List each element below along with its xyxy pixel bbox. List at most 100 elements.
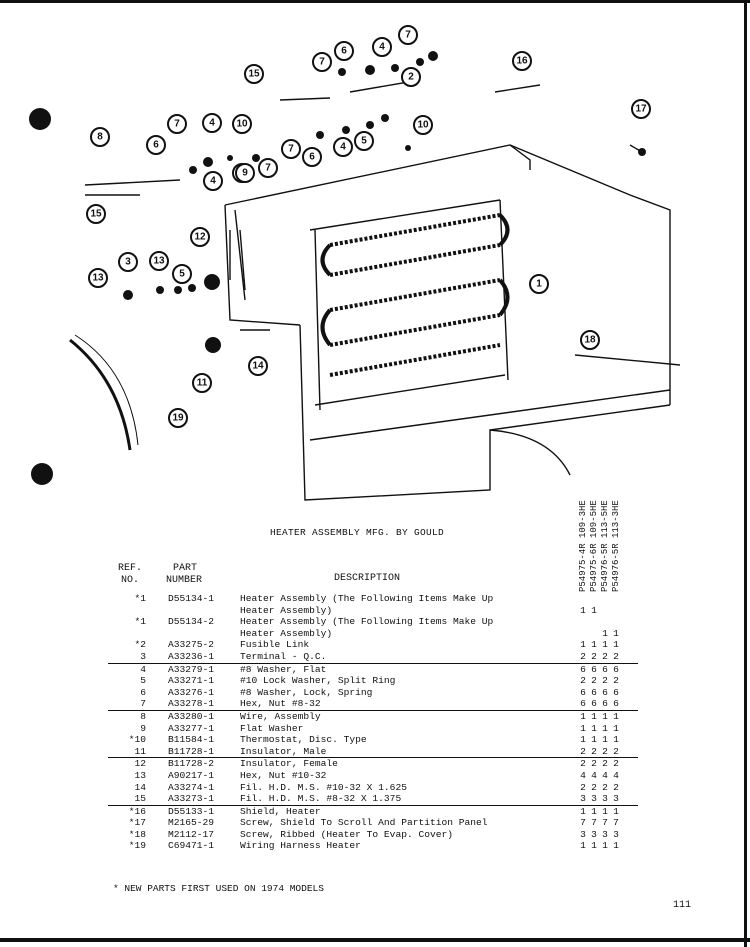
ref-cell: *1	[134, 593, 146, 604]
svg-text:1: 1	[536, 279, 542, 290]
quantity-cell: 7	[602, 817, 608, 829]
callout-7a: 7	[312, 52, 332, 72]
callout-4b: 4	[202, 113, 222, 133]
description-cell: Shield, Heater	[240, 805, 321, 817]
model-column-label-2: P54975-6R 109-5HE	[589, 500, 599, 592]
description-cell: Insulator, Female	[240, 758, 338, 770]
quantity-cell: 7	[613, 817, 619, 829]
quantity-cell: 2	[580, 675, 586, 687]
part-number-cell: M2165-29	[168, 817, 215, 829]
quantity-cell: 2	[602, 781, 608, 793]
quantity-cell: 2	[613, 675, 619, 687]
callout-15a: 15	[244, 64, 264, 84]
top-border	[0, 0, 750, 3]
svg-text:5: 5	[179, 269, 185, 280]
part-number-cell: C69471-1	[168, 840, 215, 852]
quantity-cell: 2	[602, 758, 608, 770]
callout-16: 16	[512, 51, 532, 71]
callout-15b: 15	[86, 204, 106, 224]
description-cell: Heater Assembly (The Following Items Mak…	[240, 616, 494, 628]
callout-18: 18	[580, 330, 600, 350]
description-cell: Hex, Nut #10-32	[240, 769, 327, 781]
svg-text:19: 19	[172, 413, 184, 424]
part-header-line2: NUMBER	[166, 575, 203, 586]
part-number-cell: M2112-17	[168, 828, 215, 840]
quantity-cell: 1	[602, 805, 608, 817]
part-number-cell: D55133-1	[168, 805, 215, 817]
svg-text:7: 7	[319, 57, 325, 68]
part-header-line1: PART	[173, 563, 198, 574]
callout-2: 2	[401, 67, 421, 87]
svg-text:2: 2	[408, 72, 414, 83]
callout-7e: 7	[281, 139, 301, 159]
callout-1: 1	[529, 274, 549, 294]
part-number-cell: A33271-1	[168, 675, 215, 687]
quantity-cell: 6	[591, 663, 597, 675]
heater-coils	[320, 213, 510, 377]
svg-text:3: 3	[125, 257, 131, 268]
description-cell: Wire, Assembly	[240, 710, 321, 722]
callout-6b: 6	[146, 135, 166, 155]
quantity-cell: 1	[580, 722, 586, 734]
callout-14: 14	[248, 356, 268, 376]
svg-text:10: 10	[417, 120, 429, 131]
binder-hole-top	[29, 108, 51, 130]
svg-text:4: 4	[209, 118, 215, 129]
quantity-cell: 2	[591, 781, 597, 793]
description-header: DESCRIPTION	[334, 573, 401, 584]
quantity-cell: 1	[613, 627, 619, 639]
quantity-cell: 6	[613, 698, 619, 710]
callout-6a: 6	[334, 41, 354, 61]
part-number-cell: A33276-1	[168, 686, 215, 698]
svg-text:17: 17	[635, 104, 647, 115]
svg-text:18: 18	[584, 335, 596, 346]
quantity-cell: 6	[613, 686, 619, 698]
description-cell: Thermostat, Disc. Type	[240, 734, 367, 746]
quantity-cell: 3	[613, 793, 619, 805]
svg-text:4: 4	[379, 42, 385, 53]
ref-header-line1: REF.	[118, 563, 143, 574]
description-cell: #8 Washer, Lock, Spring	[240, 686, 373, 698]
svg-text:15: 15	[90, 209, 102, 220]
ref-cell: 4	[140, 663, 146, 675]
quantity-cell: 6	[602, 663, 608, 675]
svg-text:11: 11	[197, 378, 208, 389]
callout-8: 8	[90, 127, 110, 147]
ref-cell: 13	[134, 769, 146, 781]
new-parts-note: * NEW PARTS FIRST USED ON 1974 MODELS	[113, 883, 324, 894]
quantity-cell: 7	[591, 817, 597, 829]
quantity-cell: 1	[591, 639, 597, 651]
ref-cell: 12	[134, 758, 146, 770]
description-cell: Heater Assembly)	[240, 627, 333, 639]
quantity-cell: 2	[580, 745, 586, 757]
quantity-cell: 4	[580, 769, 586, 781]
part-number-cell: A33277-1	[168, 722, 215, 734]
quantity-cell: 1	[613, 710, 619, 722]
callout-17: 17	[631, 99, 651, 119]
ref-cell: *2	[134, 639, 146, 651]
part-number-cell: D55134-1	[168, 593, 215, 604]
callout-12: 12	[190, 227, 210, 247]
svg-text:8: 8	[97, 132, 103, 143]
quantity-cell: 6	[613, 663, 619, 675]
quantity-cell: 1	[580, 840, 586, 852]
part-number-cell: A33236-1	[168, 650, 215, 662]
callout-4c: 4	[203, 171, 223, 191]
svg-text:12: 12	[194, 232, 206, 243]
quantity-cell: 1	[613, 639, 619, 651]
description-cell: Heater Assembly)	[240, 604, 333, 616]
part-number-cell: A33278-1	[168, 698, 215, 710]
